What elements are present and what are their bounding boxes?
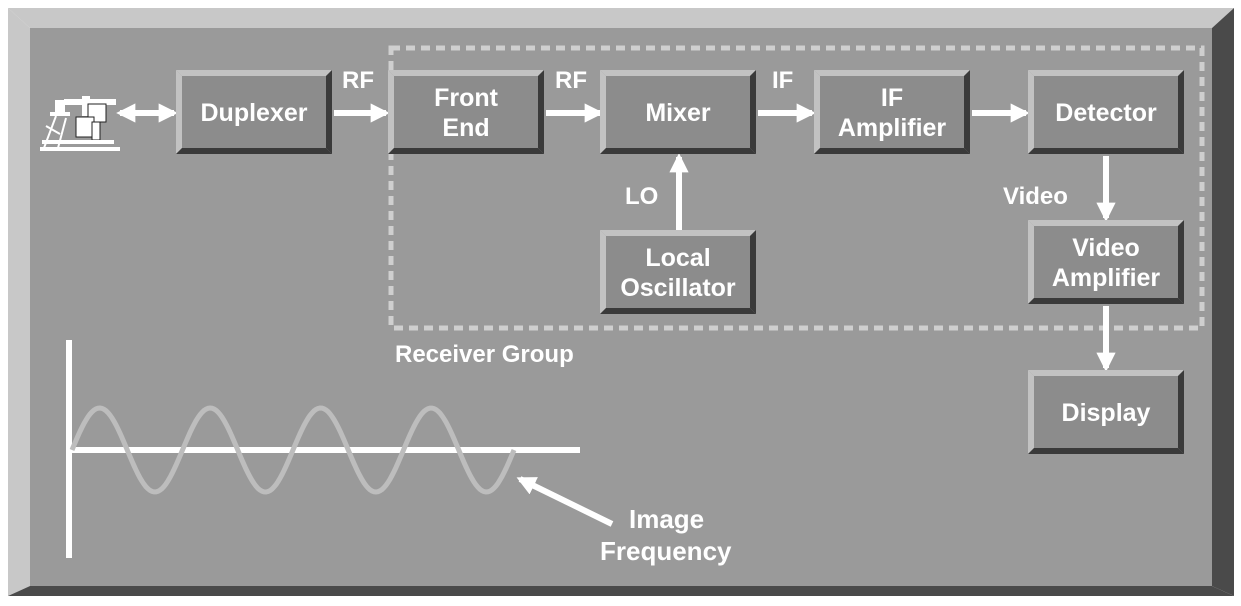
- block-bevel-bottom: [1028, 298, 1184, 304]
- block-face: [1034, 226, 1178, 298]
- signal-label-if: IF: [772, 67, 793, 94]
- block-label: Video: [1072, 234, 1140, 262]
- block-label: Amplifier: [1052, 264, 1161, 292]
- block-face: [182, 76, 326, 148]
- block-bevel-top: [600, 230, 756, 236]
- block-bevel-left: [600, 70, 606, 154]
- block-bevel-right: [326, 70, 332, 154]
- block-bevel-bottom: [1028, 148, 1184, 154]
- receiver-group-label: Receiver Group: [395, 341, 574, 368]
- block-label: Front: [434, 84, 499, 112]
- block-duplexer: Duplexer: [176, 70, 332, 154]
- block-bevel-top: [600, 70, 756, 76]
- receiver-group-boundary: [388, 45, 1205, 331]
- block-bevel-bottom: [388, 148, 544, 154]
- block-label: Mixer: [645, 99, 711, 127]
- block-bevel-top: [1028, 70, 1184, 76]
- block-bevel-left: [1028, 70, 1034, 154]
- block-bevel-left: [600, 230, 606, 314]
- block-bevel-bottom: [176, 148, 332, 154]
- block-mixer: Mixer: [600, 70, 756, 154]
- block-display: Display: [1028, 370, 1184, 454]
- block-face: [606, 76, 750, 148]
- block-bevel-bottom: [600, 148, 756, 154]
- block-bevel-top: [814, 70, 970, 76]
- block-bevel-right: [964, 70, 970, 154]
- block-bevel-top: [388, 70, 544, 76]
- block-label: Detector: [1055, 99, 1157, 127]
- block-bevel-right: [1178, 70, 1184, 154]
- block-bevel-bottom: [600, 308, 756, 314]
- radar-antenna-icon: [40, 96, 120, 151]
- connectors: [116, 103, 1116, 372]
- block-bevel-top: [1028, 370, 1184, 376]
- block-bevel-left: [176, 70, 182, 154]
- image-frequency-line-1: Image: [629, 504, 704, 534]
- block-label: Local: [645, 244, 710, 272]
- block-face: [1034, 376, 1178, 448]
- block-label: Amplifier: [838, 114, 947, 142]
- block-bevel-left: [814, 70, 820, 154]
- block-face: [394, 76, 538, 148]
- signal-label-rf-mid: RF: [555, 67, 587, 94]
- block-label: IF: [881, 84, 903, 112]
- block-label: Duplexer: [201, 99, 308, 127]
- image-frequency-line-2: Frequency: [600, 536, 732, 566]
- arrow-to-wave: [516, 476, 614, 527]
- block-label: End: [442, 114, 489, 142]
- signal-label-rf-in: RF: [342, 67, 374, 94]
- block-bevel-left: [1028, 220, 1034, 304]
- block-bevel-right: [750, 70, 756, 154]
- block-bevel-left: [1028, 370, 1034, 454]
- image-frequency-plot: Image Frequency: [66, 340, 732, 566]
- block-label: Oscillator: [620, 274, 736, 302]
- signal-label-video: Video: [1003, 183, 1068, 210]
- block-bevel-top: [1028, 220, 1184, 226]
- block-label: Display: [1062, 399, 1151, 427]
- block-bevel-right: [1178, 370, 1184, 454]
- block-face: [1034, 76, 1178, 148]
- block-face: [606, 236, 750, 308]
- block-bevel-right: [538, 70, 544, 154]
- image-frequency-wave: [69, 405, 517, 495]
- block-detector: Detector: [1028, 70, 1184, 154]
- block-bevel-left: [388, 70, 394, 154]
- image-frequency-label: Image Frequency: [600, 504, 732, 566]
- block-face: [820, 76, 964, 148]
- block-bevel-bottom: [814, 148, 970, 154]
- signal-label-lo: LO: [625, 183, 658, 210]
- block-bevel-bottom: [1028, 448, 1184, 454]
- block-bevel-right: [1178, 220, 1184, 304]
- block-bevel-right: [750, 230, 756, 314]
- block-bevel-top: [176, 70, 332, 76]
